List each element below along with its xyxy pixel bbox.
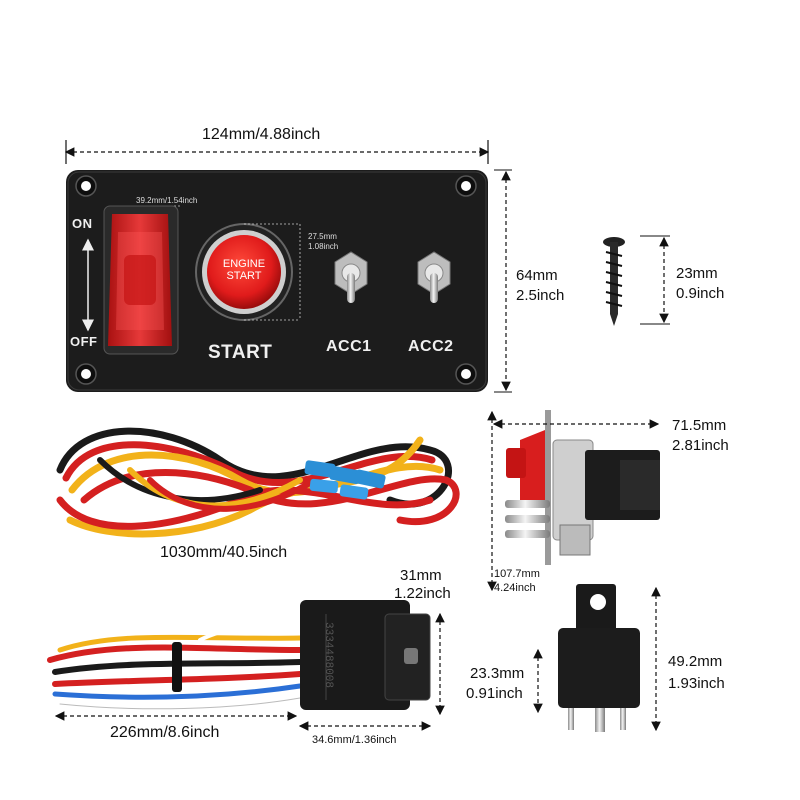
relay-harness-length-label: 226mm/8.6inch xyxy=(110,724,220,741)
button-dim-inch: 1.08inch xyxy=(308,242,339,251)
panel-height-mm: 64mm xyxy=(516,267,558,284)
wire-harness xyxy=(56,427,460,538)
relay-harness-dimensions xyxy=(54,612,445,731)
off-label: OFF xyxy=(70,334,98,349)
socket-height-mm: 31mm xyxy=(400,567,442,584)
on-label: ON xyxy=(72,216,93,231)
relay-width-mm: 23.3mm xyxy=(470,665,525,682)
socket-width-label: 34.6mm/1.36inch xyxy=(312,734,397,746)
relay-height-mm: 49.2mm xyxy=(668,653,723,670)
engine-start-text: ENGINE START xyxy=(207,258,281,282)
flip-cover-switch xyxy=(103,205,179,355)
panel-width-label: 124mm/4.88inch xyxy=(202,126,321,143)
spade-connector-icon xyxy=(304,460,386,500)
switch-panel xyxy=(66,170,488,392)
panel-width-dimension xyxy=(64,140,490,164)
acc2-toggle-switch xyxy=(417,251,451,303)
socket-part-number: 3334488008 xyxy=(322,622,334,689)
screw-graphic xyxy=(603,235,670,326)
relay-socket-graphic xyxy=(300,600,431,710)
side-height-inch: 4.24inch xyxy=(494,582,536,594)
side-depth-mm: 71.5mm xyxy=(672,417,727,434)
start-label: START xyxy=(208,342,273,363)
screw-length-inch: 0.9inch xyxy=(676,285,725,302)
side-depth-inch: 2.81inch xyxy=(672,437,729,454)
start-sub-label: START xyxy=(226,270,262,282)
relay-width-inch: 0.91inch xyxy=(466,685,523,702)
engine-label: ENGINE xyxy=(222,258,266,270)
mount-hole-icon xyxy=(75,175,477,385)
engine-start-button-graphic xyxy=(195,223,293,321)
side-view-graphic xyxy=(487,410,660,592)
acc1-toggle-switch xyxy=(334,251,368,303)
button-dim-mm: 27.5mm xyxy=(308,232,337,241)
panel-height-dimension xyxy=(494,169,512,393)
zip-tie-icon xyxy=(172,642,182,692)
panel-height-inch: 2.5inch xyxy=(516,287,565,304)
relay-graphic xyxy=(533,584,661,732)
relay-height-inch: 1.93inch xyxy=(668,675,725,692)
harness-length-label: 1030mm/40.5inch xyxy=(160,544,288,561)
screw-length-mm: 23mm xyxy=(676,265,718,282)
acc2-label: ACC2 xyxy=(408,338,454,355)
cover-dim-label: 39.2mm/1.54inch xyxy=(136,196,198,205)
socket-height-inch: 1.22inch xyxy=(394,585,451,602)
side-height-mm: 107.7mm xyxy=(494,568,540,580)
acc1-label: ACC1 xyxy=(326,338,372,355)
